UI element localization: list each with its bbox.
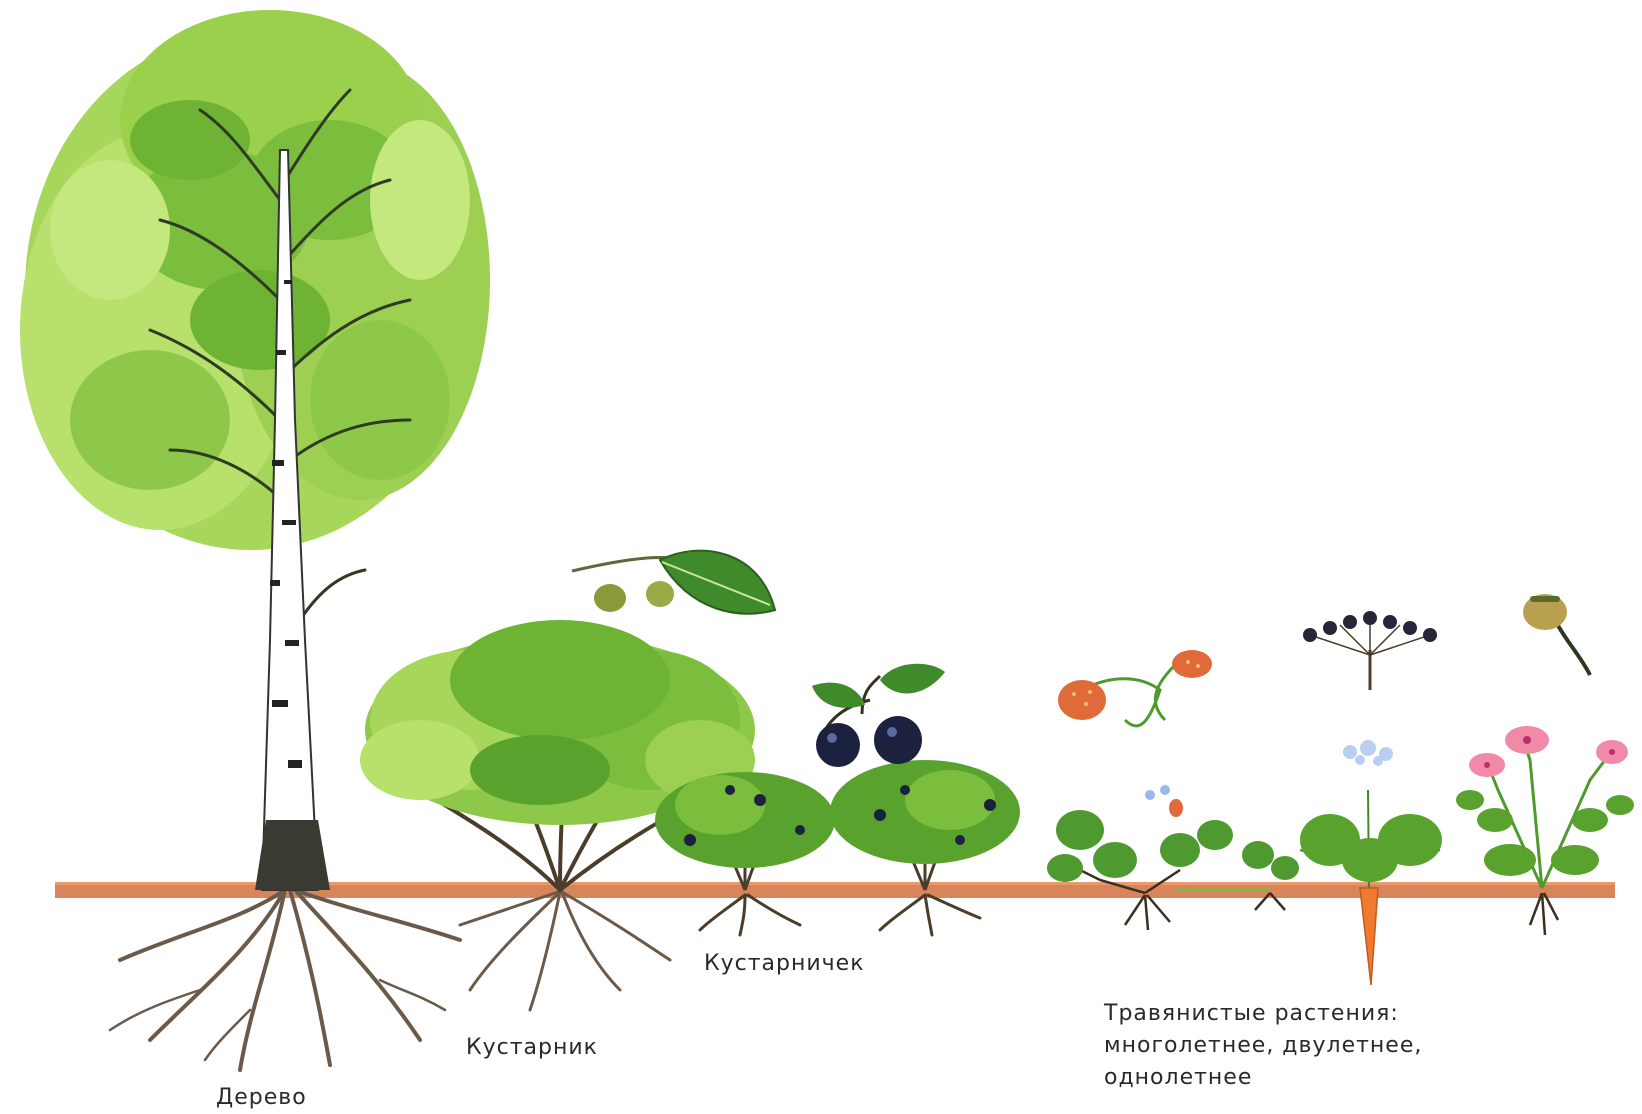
shrub-roots — [460, 892, 670, 1010]
carrot-biennial — [1300, 611, 1442, 985]
hazel-leaf-nut-inset — [572, 551, 775, 614]
subshrub-foliage — [655, 760, 1020, 868]
tree-crown — [20, 10, 490, 550]
label-subshrub: Кустарничек — [704, 948, 865, 980]
label-herbs-line3: однолетнее — [1104, 1062, 1422, 1094]
strawberry-inset — [1058, 650, 1212, 726]
label-herbaceous-plants: Травянистые растения: многолетнее, двуле… — [1104, 998, 1422, 1094]
blueberry-inset — [812, 664, 945, 767]
birch-tree — [20, 10, 490, 1070]
poppy-capsule-inset — [1523, 594, 1590, 675]
label-herbs-line1: Травянистые растения: — [1104, 998, 1422, 1030]
label-herbs-line2: многолетнее, двулетнее, — [1104, 1030, 1422, 1062]
tree-roots — [110, 890, 460, 1070]
label-shrub: Кустарник — [466, 1032, 598, 1064]
subshrub-roots — [700, 895, 980, 935]
label-tree: Дерево — [216, 1082, 307, 1114]
carrot-seedhead-inset — [1303, 611, 1437, 690]
